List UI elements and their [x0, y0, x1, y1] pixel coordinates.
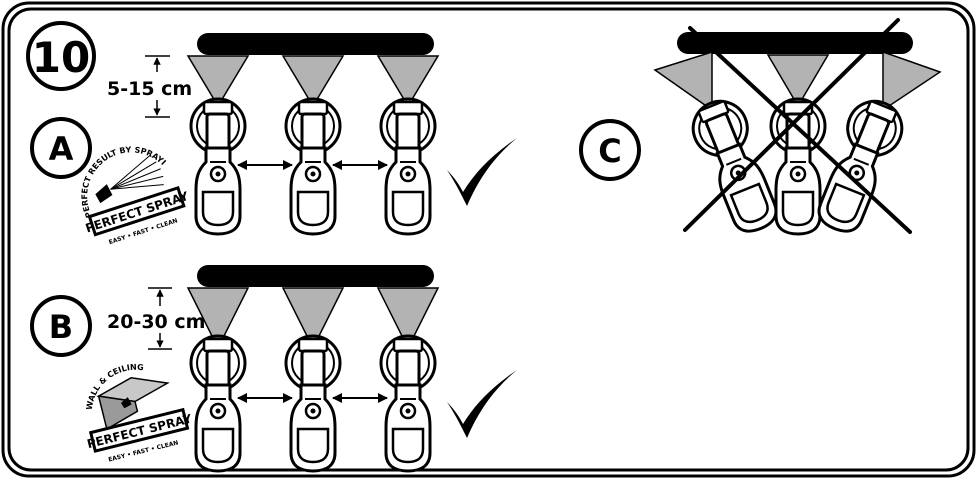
distance-label-b: 20-30 cm [107, 311, 205, 333]
spray-cone-c3 [882, 50, 942, 112]
wall-bar-b [197, 265, 434, 287]
svg-text:A: A [49, 130, 74, 168]
distance-dimension-a [145, 55, 170, 118]
spray-cone-a3 [376, 55, 440, 108]
cross-out-icon [683, 18, 912, 234]
step-number: 10 [32, 33, 90, 82]
spray-cone-b1 [186, 287, 250, 350]
spray-cone-b3 [376, 287, 440, 350]
spray-gun-a2 [284, 97, 342, 236]
panel-label-b: B [30, 295, 92, 357]
perfect-spray-badge-b: WALL & CEILING PERFECT SPRAY EASY • FAST… [76, 359, 193, 463]
inner-frame [7, 7, 970, 472]
panel-label-a: A [30, 117, 92, 179]
wall-bar-c [677, 32, 913, 54]
check-icon-a [447, 138, 517, 206]
wall-bar-a [197, 33, 434, 55]
spray-cone-b2 [281, 287, 345, 350]
panel-b: 20-30 cm B WALL & CEILING PERFECT SPRAY … [30, 265, 517, 473]
spray-gun-b1 [189, 334, 247, 473]
spray-cone-c1 [653, 50, 713, 112]
step-number-badge: 10 [26, 21, 96, 91]
panel-c: C [579, 18, 942, 241]
distance-label-a: 5-15 cm [107, 78, 192, 100]
spray-cone-a1 [186, 55, 250, 108]
panel-label-c: C [579, 119, 641, 181]
spray-gun-b3 [379, 334, 437, 473]
panel-a: 5-15 cm A PERFECT RESULT BY SPRAYING ! P… [30, 33, 517, 249]
spray-cone-a2 [281, 55, 345, 108]
svg-text:B: B [49, 308, 73, 346]
spray-gun-b2 [284, 334, 342, 473]
spray-cone-c2 [766, 54, 830, 108]
check-icon-b [447, 370, 517, 438]
distance-dimension-b [148, 287, 172, 350]
spray-gun-a1 [189, 97, 247, 236]
spray-gun-a3 [379, 97, 437, 236]
svg-text:C: C [598, 132, 621, 170]
